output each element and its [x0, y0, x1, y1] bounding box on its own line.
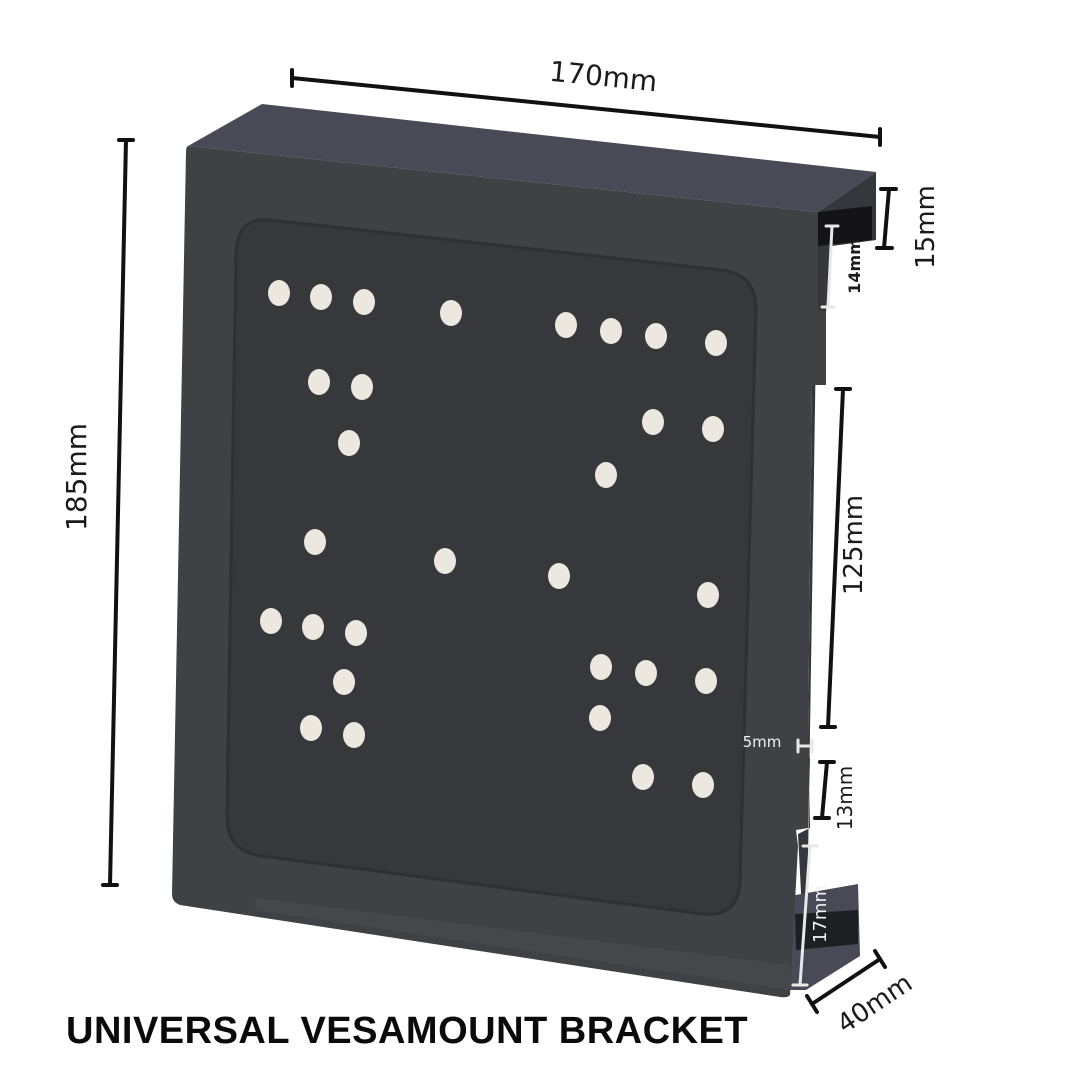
vesa-hole [440, 300, 462, 326]
vesa-hole [268, 280, 290, 306]
vesa-hole [589, 705, 611, 731]
product-title: UNIVERSAL VESAMOUNT BRACKET [66, 1010, 749, 1052]
small-gap-label: 5mm [743, 733, 782, 751]
vesa-hole [632, 764, 654, 790]
height-dimension-line [108, 138, 128, 887]
vesa-hole [590, 654, 612, 680]
bracket-top-surface [188, 104, 876, 212]
bracket-bottom-lip-shadow [795, 910, 858, 950]
vesa-hole [702, 416, 724, 442]
vesa-hole [697, 582, 719, 608]
vesa-hole [600, 318, 622, 344]
middle-span-label: 125mm [839, 495, 869, 595]
width-dimension-line [290, 76, 882, 139]
vesa-hole [695, 668, 717, 694]
depth-cap-left [805, 994, 819, 1014]
vesa-hole [705, 330, 727, 356]
vesa-hole [310, 284, 332, 310]
vesa-hole [302, 614, 324, 640]
height-label: 185mm [60, 423, 93, 531]
vesa-hole [548, 563, 570, 589]
vesa-hole-group [260, 280, 727, 798]
vesa-hole [353, 289, 375, 315]
vesa-hole [692, 772, 714, 798]
middle-span-dimension-line [826, 387, 845, 729]
vesa-hole [304, 529, 326, 555]
width-label: 170mm [548, 55, 659, 99]
vesa-hole [338, 430, 360, 456]
depth-cap-right [873, 949, 887, 969]
top-slot-label: 14mm [845, 238, 864, 294]
top-lip-dimension-line [882, 187, 891, 250]
vesa-hole [308, 369, 330, 395]
bottom-lip-label: 17mm [810, 885, 831, 943]
vesa-hole [333, 669, 355, 695]
depth-dimension-line [810, 957, 882, 1006]
top-slot-dimension-line [826, 224, 834, 309]
vesa-hole [635, 660, 657, 686]
top-lip-label: 15mm [911, 185, 941, 269]
bottom-lip-dimension-line [798, 844, 812, 987]
lower-tab-label: 13mm [833, 766, 857, 830]
mounting-plate [225, 218, 758, 916]
vesa-hole [343, 722, 365, 748]
vesa-hole [595, 462, 617, 488]
vesa-hole [260, 608, 282, 634]
vesa-hole [345, 620, 367, 646]
vesa-hole [555, 312, 577, 338]
vesa-hole [351, 374, 373, 400]
depth-label: 40mm [832, 968, 918, 1040]
vesa-hole [642, 409, 664, 435]
vesa-hole [300, 715, 322, 741]
bracket-bottom-rim [255, 898, 790, 990]
vesa-hole [645, 323, 667, 349]
lower-tab-dimension-line [820, 760, 829, 820]
vesa-hole [434, 548, 456, 574]
